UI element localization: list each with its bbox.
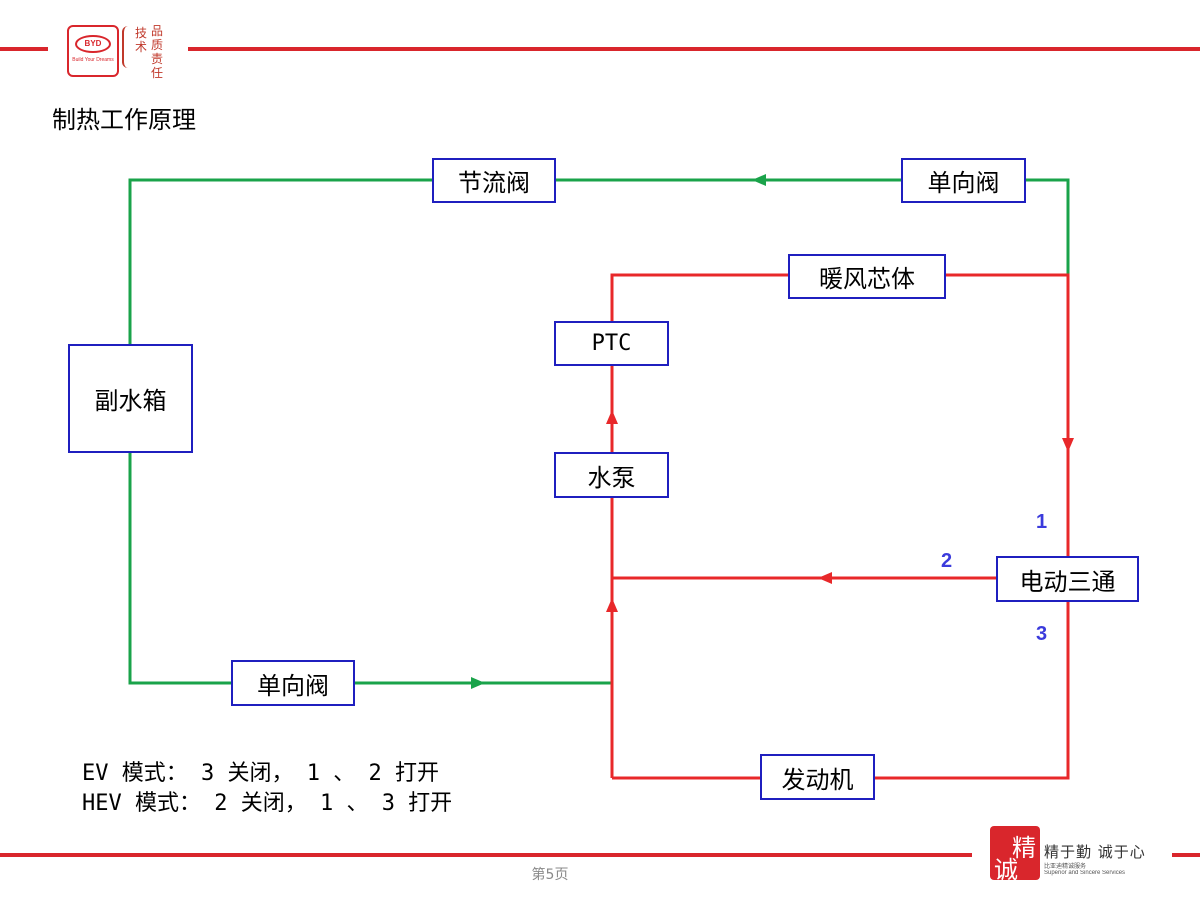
reservoir-loop [128,178,1070,685]
heater-core-box: 暖风芯体 [788,254,946,299]
service-slogan-sub: 比亚迪精诚服务 [1044,863,1087,870]
green-arrow-right [471,677,485,689]
port-3-label: 3 [1036,623,1048,645]
engine-label: 发动机 [781,765,854,794]
motto-word-3: 责任 [150,52,163,80]
ptc-heater-label: PTC [591,331,632,356]
expansion-tank-label: 副水箱 [94,387,167,415]
page-title: 制热工作原理 [52,106,196,134]
ev-mode-note: EV 模式： 3 关闭， 1 、 2 打开 [82,761,439,786]
header-rule-right [188,47,1200,51]
coolant-loop [610,273,1070,780]
byd-logo: BYD Build Your Dreams [67,25,119,77]
byd-logo-text: BYD [75,35,111,53]
hev-mode-note: HEV 模式： 2 关闭， 1 、 3 打开 [82,791,453,816]
check-valve-bottom-label: 单向阀 [257,671,329,700]
reservoir-arrows [471,174,766,689]
heater-core-label: 暖风芯体 [819,265,915,293]
red-pipe-engine-loop [612,600,1070,780]
motto-seal-bracket [122,26,132,68]
three-way-valve-box: 电动三通 [996,556,1139,602]
red-arrow-up-pump [606,598,618,612]
motto-seal-col-1: 技术 [134,26,148,54]
red-arrow-left [818,572,832,584]
water-pump-box: 水泵 [554,452,669,498]
byd-logo-tagline: Build Your Dreams [72,57,114,63]
check-valve-bottom-box: 单向阀 [231,660,355,706]
motto-word-1: 技术 [134,26,147,54]
motto-word-2: 品质 [150,24,163,52]
ptc-heater-box: PTC [554,321,669,366]
footer-rule-right [1172,853,1200,857]
service-slogan-en: Superior and Sincere Services [1044,870,1126,876]
stamp-char-2: 诚 [994,856,1018,884]
motto-seal: 技术 品质 责任 [122,22,170,80]
red-pipe-heater-return [610,273,1070,557]
stamp-char-1: 精 [1012,834,1036,862]
expansion-tank-box: 副水箱 [68,344,193,453]
red-arrow-up-ptc [606,410,618,424]
page-number: 第5页 [531,867,569,883]
three-way-valve-label: 电动三通 [1019,567,1116,596]
footer-rule-left [0,853,972,857]
service-slogan: 精于勤 诚于心 [1044,843,1146,861]
water-pump-label: 水泵 [587,463,636,492]
service-stamp: 精 诚 [990,826,1040,884]
check-valve-top-label: 单向阀 [927,169,1000,197]
red-arrow-down [1062,438,1074,452]
green-pipe-top [128,178,1070,345]
header-rule-left [0,47,48,51]
engine-box: 发动机 [760,754,875,800]
check-valve-top-box: 单向阀 [901,158,1026,203]
throttle-valve-box: 节流阀 [432,158,556,203]
port-2-label: 2 [941,550,953,572]
motto-seal-col-2: 品质 责任 [150,24,164,80]
coolant-arrows [606,410,1074,612]
port-1-label: 1 [1036,511,1048,533]
throttle-valve-label: 节流阀 [458,169,530,197]
green-arrow-left [752,174,766,186]
green-pipe-bottom [128,452,612,685]
